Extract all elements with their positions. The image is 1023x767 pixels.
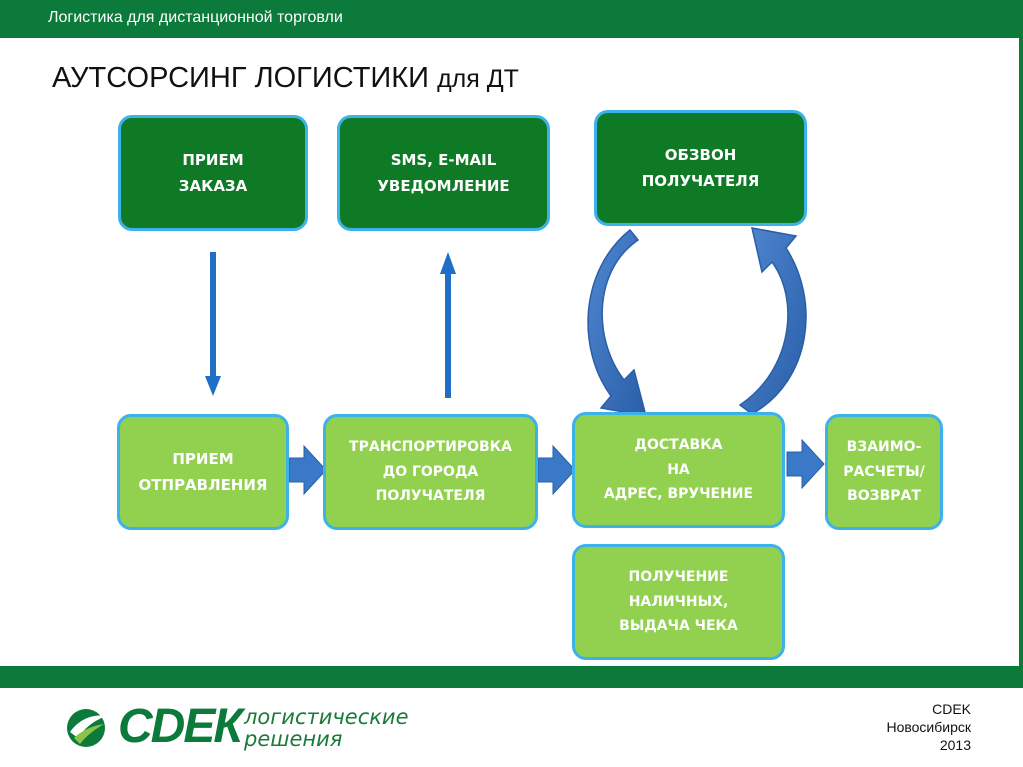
node-notification: SMS, E-MAIL УВЕДОМЛЕНИЕ	[337, 115, 550, 231]
footer-info: CDEK Новосибирск 2013	[886, 700, 971, 754]
node-settlement-label: ВЗАИМО- РАСЧЕТЫ/ ВОЗВРАТ	[843, 439, 925, 505]
header-bar: Логистика для дистанционной торговли	[0, 0, 1023, 38]
node-call-recipient-label: ОБЗВОН ПОЛУЧАТЕЛЯ	[641, 145, 760, 190]
node-order-receipt: ПРИЕМ ЗАКАЗА	[118, 115, 308, 231]
node-call-recipient: ОБЗВОН ПОЛУЧАТЕЛЯ	[594, 110, 807, 226]
node-notification-label: SMS, E-MAIL УВЕДОМЛЕНИЕ	[377, 150, 510, 195]
slide-title-suffix: для ДТ	[437, 65, 519, 93]
footer-company: CDEK	[932, 701, 971, 717]
node-transport: ТРАНСПОРТИРОВКА ДО ГОРОДА ПОЛУЧАТЕЛЯ	[323, 414, 538, 530]
footer-year: 2013	[939, 737, 971, 753]
cycle-arrow-left-icon	[587, 228, 648, 417]
node-order-receipt-label: ПРИЕМ ЗАКАЗА	[178, 150, 248, 195]
cdek-logo-icon	[67, 709, 106, 747]
slide-title-main: АУТСОРСИНГ ЛОГИСТИКИ	[52, 62, 429, 94]
arrow-up-icon	[440, 252, 456, 398]
arrow-right-icon	[786, 438, 825, 490]
footer-bar	[0, 666, 1023, 688]
logo-wordmark: СDЕК	[118, 700, 243, 753]
node-settlement: ВЗАИМО- РАСЧЕТЫ/ ВОЗВРАТ	[825, 414, 943, 530]
slide-title: АУТСОРСИНГ ЛОГИСТИКИ для ДТ	[52, 62, 519, 95]
node-delivery-label: ДОСТАВКА НА АДРЕС, ВРУЧЕНИЕ	[603, 437, 754, 503]
arrow-right-icon	[288, 444, 327, 496]
logo-subtitle: логистические решения	[244, 705, 409, 751]
arrow-right-icon	[537, 444, 576, 496]
footer-city: Новосибирск	[886, 719, 971, 735]
header-title: Логистика для дистанционной торговли	[48, 9, 343, 26]
node-cash: ПОЛУЧЕНИЕ НАЛИЧНЫХ, ВЫДАЧА ЧЕКА	[572, 544, 785, 660]
node-shipment-receipt-label: ПРИЕМ ОТПРАВЛЕНИЯ	[138, 449, 268, 494]
arrow-down-icon	[205, 252, 221, 396]
node-shipment-receipt: ПРИЕМ ОТПРАВЛЕНИЯ	[117, 414, 289, 530]
node-transport-label: ТРАНСПОРТИРОВКА ДО ГОРОДА ПОЛУЧАТЕЛЯ	[349, 439, 512, 505]
cycle-arrow-right-icon	[738, 227, 807, 415]
node-cash-label: ПОЛУЧЕНИЕ НАЛИЧНЫХ, ВЫДАЧА ЧЕКА	[619, 569, 738, 635]
node-delivery: ДОСТАВКА НА АДРЕС, ВРУЧЕНИЕ	[572, 412, 785, 528]
right-frame-line	[1019, 38, 1023, 666]
